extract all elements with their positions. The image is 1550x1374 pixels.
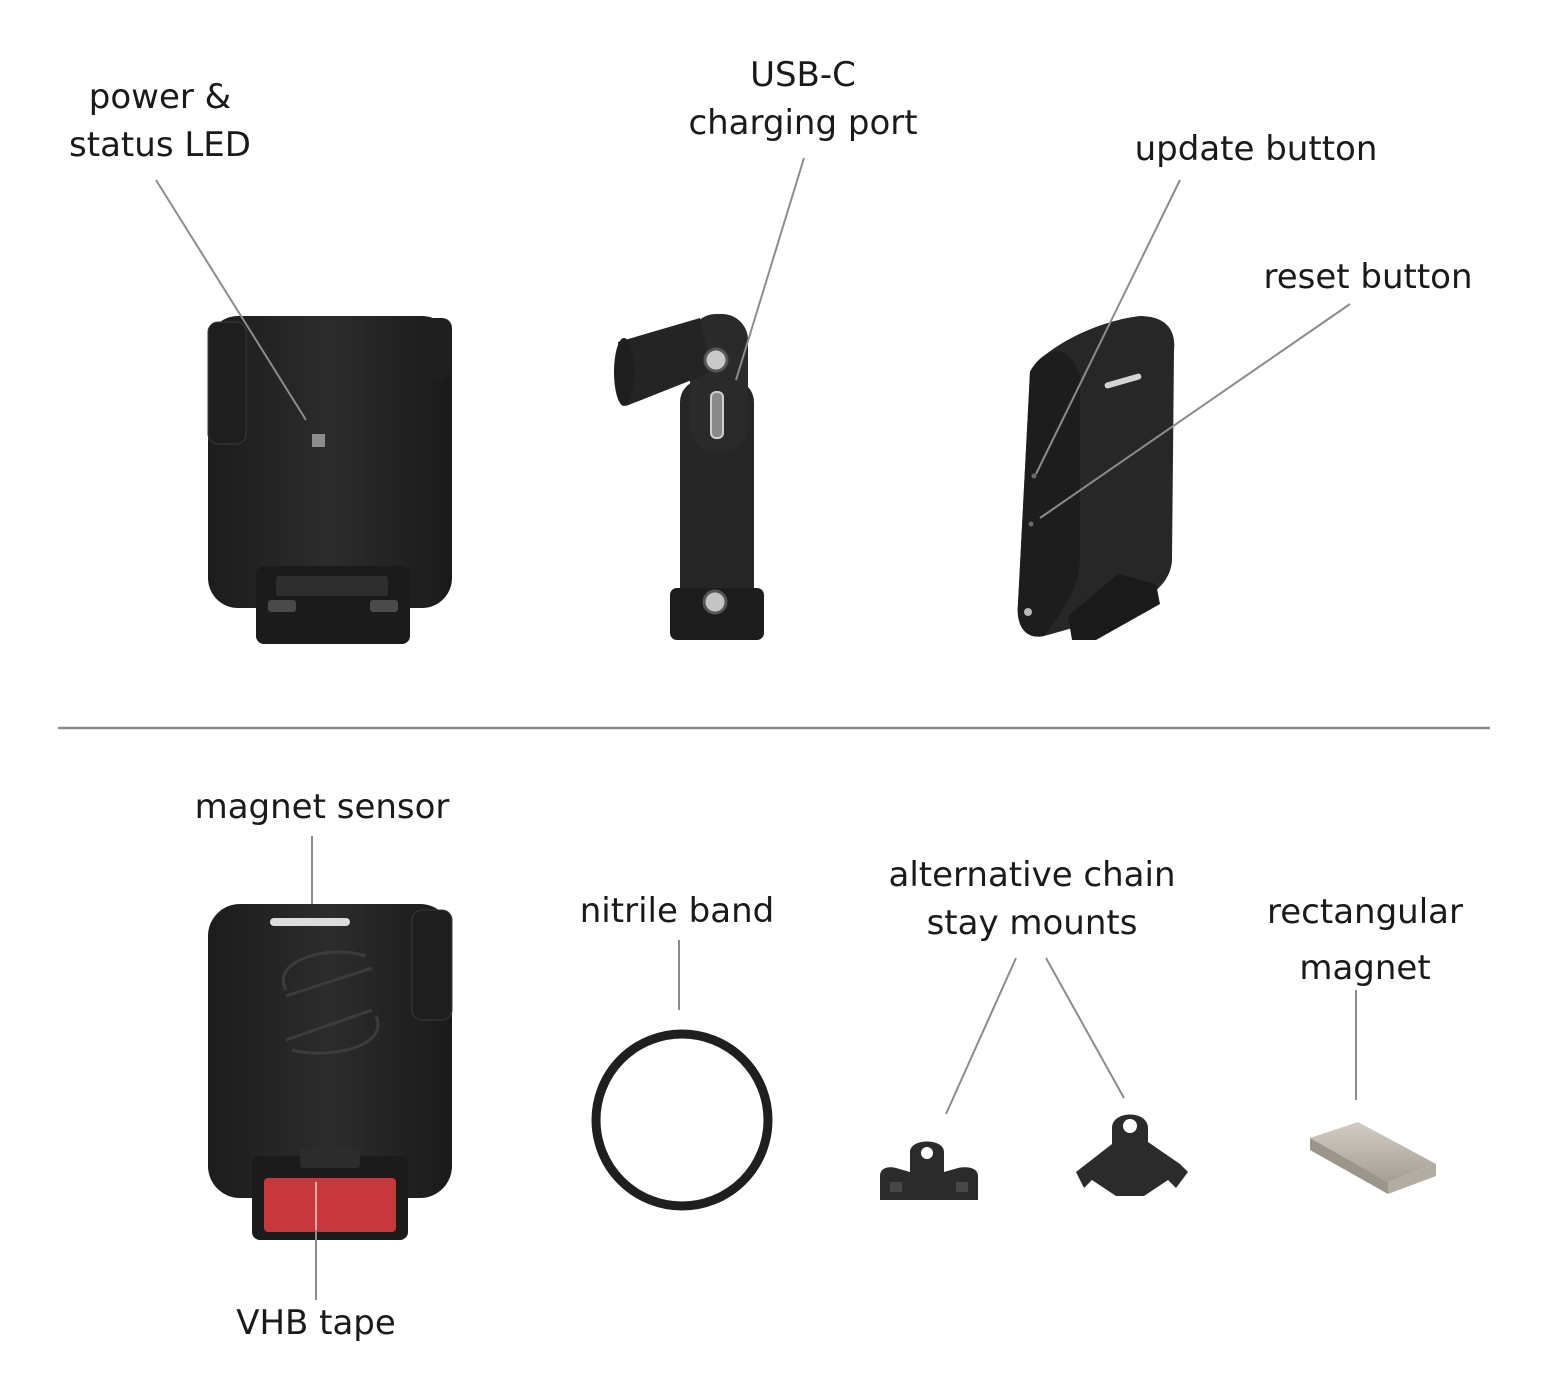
chain-stay-mount-v-icon (1076, 1114, 1188, 1196)
label-power-status-led: power & status LED (69, 77, 251, 165)
magnet-sensor-icon (270, 918, 350, 926)
vhb-tape-icon (264, 1178, 396, 1232)
leader-line (1035, 179, 1181, 475)
leader-line (1039, 303, 1351, 519)
chain-stay-mount-flat-icon (880, 1141, 978, 1200)
usb-c-port-icon (710, 391, 724, 439)
leader-line (155, 179, 307, 421)
label-vhb-tape: VHB tape (236, 1303, 396, 1343)
sensor-front-view (207, 316, 452, 644)
leader-line (735, 157, 805, 381)
label-update-button: update button (1134, 129, 1378, 169)
status-led-icon (312, 434, 325, 447)
rectangular-magnet-icon (1310, 1122, 1436, 1194)
sensor-side-view (614, 314, 764, 640)
sensor-angled-view (1017, 316, 1175, 640)
label-usb-c-charging-port: USB-C charging port (688, 55, 918, 143)
leader-line (1045, 957, 1125, 1099)
sensor-back-view (208, 904, 453, 1240)
label-magnet-sensor: magnet sensor (194, 787, 450, 827)
nitrile-band-icon (591, 1029, 773, 1211)
label-nitrile-band: nitrile band (579, 891, 775, 931)
label-rectangular-magnet: rectangular magnet (1267, 892, 1463, 989)
label-reset-button: reset button (1263, 257, 1473, 297)
reset-button-icon (1028, 521, 1034, 527)
update-button-icon (1031, 473, 1037, 479)
label-alternative-chain-stay-mounts: alternative chain stay mounts (888, 855, 1176, 943)
leader-line (945, 957, 1017, 1115)
